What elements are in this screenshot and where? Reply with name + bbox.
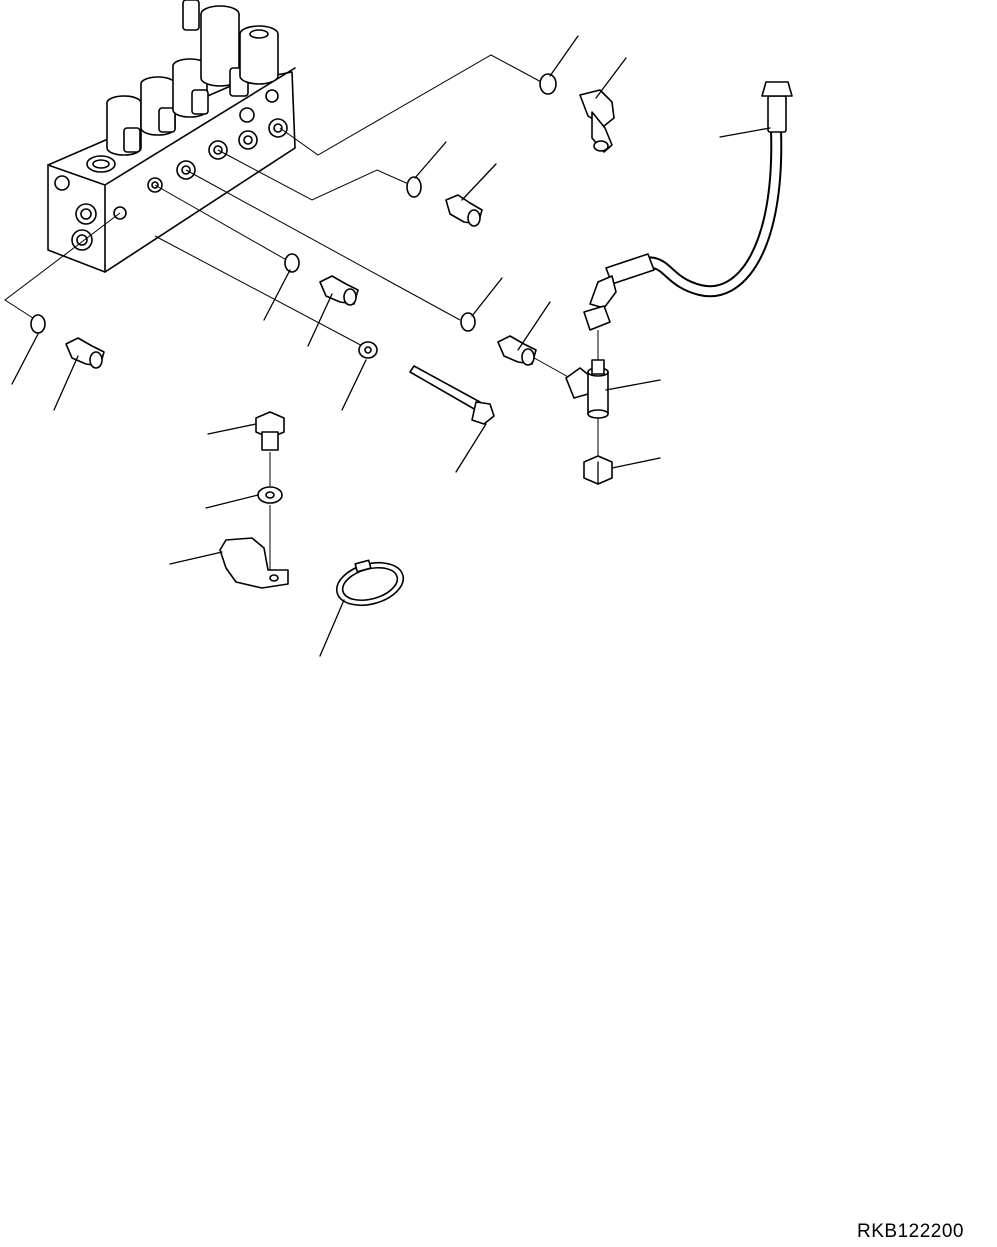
straight-fitting (497, 335, 537, 366)
straight-fitting (445, 194, 483, 227)
hex-bolt (255, 411, 285, 451)
long-bolt (409, 365, 495, 425)
straight-fitting (319, 275, 359, 306)
washer (257, 486, 283, 504)
drawing-reference-code: RKB122200 (857, 1221, 964, 1242)
washer (358, 341, 378, 359)
o-ring (284, 253, 300, 273)
solenoid-cartridge (106, 95, 142, 156)
solenoid-cartridge (182, 0, 249, 97)
o-ring (539, 73, 557, 95)
solenoid-cartridge (239, 25, 279, 85)
o-ring (30, 314, 46, 334)
hose-band (335, 559, 405, 607)
solenoid-valve-block (47, 0, 296, 273)
assembly-center-lines (4, 54, 599, 570)
straight-fitting (65, 337, 105, 369)
callout-leaders (11, 35, 771, 657)
tee-fitting (565, 359, 609, 419)
solenoid-cartridge (140, 76, 176, 136)
pipe-clamp (219, 537, 289, 589)
o-ring (460, 312, 476, 332)
o-ring (406, 176, 422, 198)
hex-nut (583, 455, 613, 485)
elbow-fitting (579, 89, 615, 153)
flexible-hose (583, 81, 793, 331)
solenoid-cartridge (172, 58, 209, 118)
